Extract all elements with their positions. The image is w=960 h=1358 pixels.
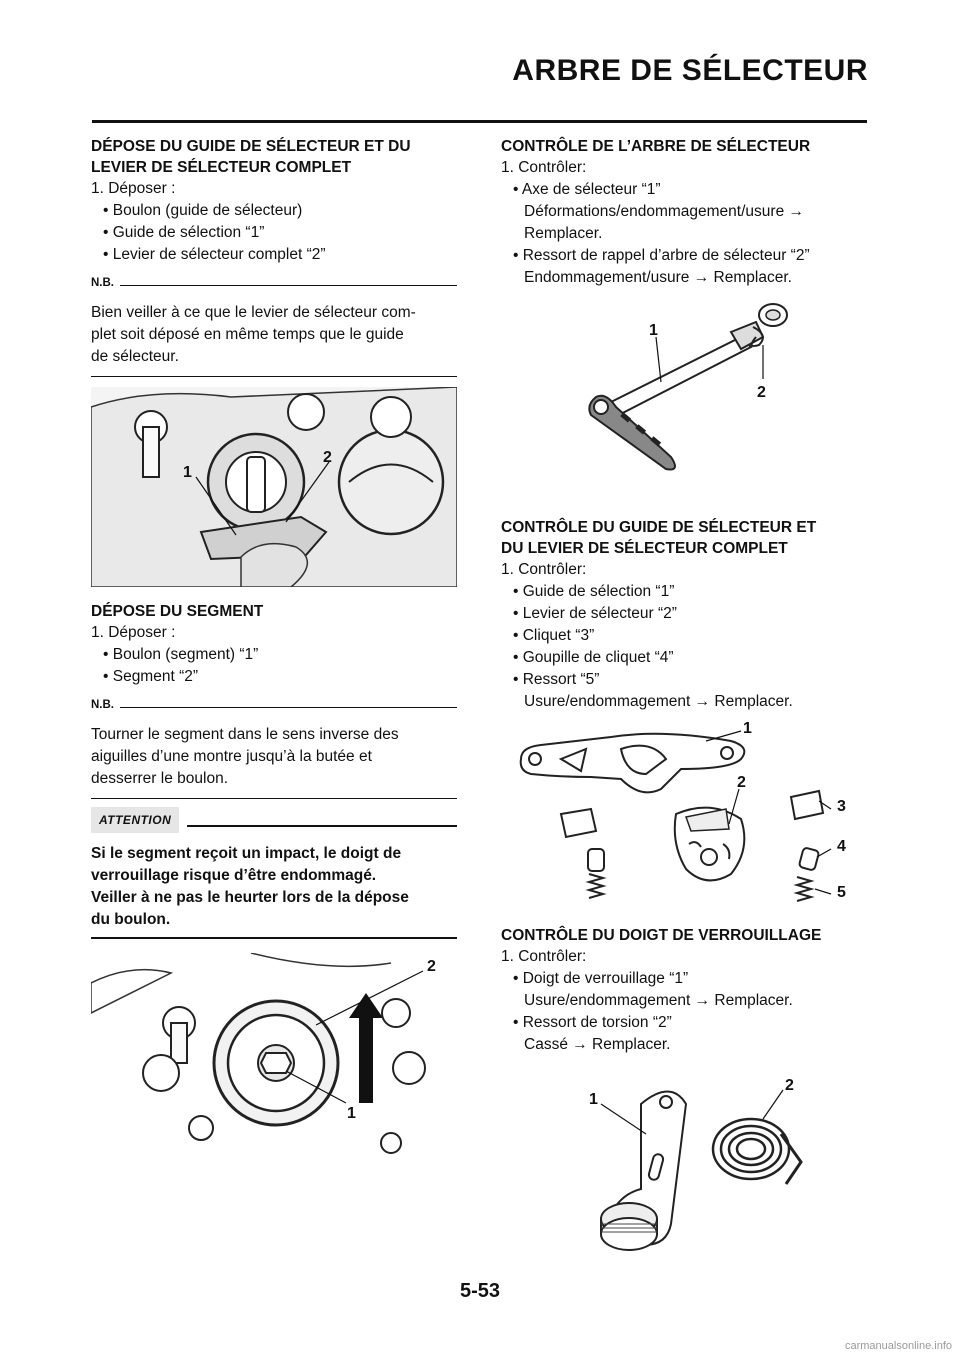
callout-1: 1 bbox=[347, 1105, 356, 1122]
callout-2: 2 bbox=[785, 1077, 794, 1094]
right-column: CONTRÔLE DE L’ARBRE DE SÉLECTEUR 1. Cont… bbox=[501, 136, 867, 1264]
list-item: • Boulon (guide de sélecteur) bbox=[103, 202, 303, 219]
page-title: ARBRE DE SÉLECTEUR bbox=[512, 54, 868, 87]
callout-5: 5 bbox=[837, 884, 846, 901]
left-column: DÉPOSE DU GUIDE DE SÉLECTEUR ET DU LEVIE… bbox=[91, 136, 457, 1158]
step-text: 1. Contrôler: bbox=[501, 159, 587, 176]
note-end-rule bbox=[91, 376, 457, 377]
callout-1: 1 bbox=[743, 720, 752, 737]
note-line: plet soit déposé en même temps que le gu… bbox=[91, 326, 404, 343]
note-header: N.B. bbox=[91, 272, 457, 294]
attention-text: Si le segment reçoit un impact, le doigt… bbox=[91, 843, 457, 931]
list-item: • Levier de sélecteur complet “2” bbox=[103, 246, 326, 263]
callout-1: 1 bbox=[589, 1091, 598, 1108]
list-detail: Endommagement/usure → Remplacer. bbox=[524, 269, 792, 286]
note-line: desserrer le boulon. bbox=[91, 770, 228, 787]
attention-header: ATTENTION bbox=[91, 807, 457, 833]
list-item: • Doigt de verrouillage “1” bbox=[513, 970, 689, 987]
attention-end-rule bbox=[91, 937, 457, 939]
list-detail: Remplacer. bbox=[524, 225, 603, 242]
note-end-rule bbox=[91, 798, 457, 799]
list-item: • Ressort “5” bbox=[513, 671, 600, 688]
callout-1: 1 bbox=[183, 464, 192, 481]
note-label: N.B. bbox=[91, 277, 114, 289]
note-line: Tourner le segment dans le sens inverse … bbox=[91, 726, 399, 743]
section-heading: DÉPOSE DU GUIDE DE SÉLECTEUR ET DU bbox=[91, 138, 411, 155]
note-header: N.B. bbox=[91, 694, 457, 716]
note-text: Bien veiller à ce que le levier de sélec… bbox=[91, 302, 457, 368]
list-item: • Levier de sélecteur “2” bbox=[513, 605, 677, 622]
page-number: 5-53 bbox=[459, 1280, 501, 1302]
attention-line: Veiller à ne pas le heurter lors de la d… bbox=[91, 889, 409, 906]
note-rule bbox=[120, 284, 457, 286]
callout-3: 3 bbox=[837, 798, 846, 815]
callout-2: 2 bbox=[427, 958, 436, 975]
section-heading-cont: LEVIER DE SÉLECTEUR COMPLET bbox=[91, 159, 352, 176]
attention-rule bbox=[187, 825, 457, 827]
list-item: • Goupille de cliquet “4” bbox=[513, 649, 674, 666]
note-label: N.B. bbox=[91, 699, 114, 711]
callout-1: 1 bbox=[649, 322, 658, 339]
step-text: 1. Déposer : bbox=[91, 624, 176, 641]
step-text: 1. Contrôler: bbox=[501, 948, 587, 965]
list-detail: Usure/endommagement → Remplacer. bbox=[524, 693, 793, 710]
attention-line: du boulon. bbox=[91, 911, 171, 928]
note-line: aiguilles d’une montre jusqu’à la butée … bbox=[91, 748, 372, 765]
attention-line: Si le segment reçoit un impact, le doigt… bbox=[91, 845, 402, 862]
list-detail: Cassé → Remplacer. bbox=[524, 1036, 671, 1053]
callout-4: 4 bbox=[837, 838, 846, 855]
section-heading: CONTRÔLE DU GUIDE DE SÉLECTEUR ET bbox=[501, 519, 817, 536]
figure-segment: 2 1 bbox=[91, 953, 436, 1154]
list-item: • Cliquet “3” bbox=[513, 627, 595, 644]
list-item: • Ressort de torsion “2” bbox=[513, 1014, 672, 1031]
note-text: Tourner le segment dans le sens inverse … bbox=[91, 724, 457, 790]
attention-badge: ATTENTION bbox=[91, 807, 180, 833]
note-rule bbox=[120, 706, 457, 708]
attention-line: verrouillage risque d’être endommagé. bbox=[91, 867, 377, 884]
section-heading-cont: DU LEVIER DE SÉLECTEUR COMPLET bbox=[501, 540, 788, 557]
figure-guide-parts: 1 2 3 4 5 bbox=[519, 720, 846, 902]
section-heading: DÉPOSE DU SEGMENT bbox=[91, 603, 264, 620]
figure-guide-lever: 1 2 bbox=[91, 387, 457, 587]
list-detail: Déformations/endommagement/usure → bbox=[524, 203, 804, 220]
section-heading: CONTRÔLE DU DOIGT DE VERROUILLAGE bbox=[501, 927, 822, 944]
note-line: de sélecteur. bbox=[91, 348, 179, 365]
note-line: Bien veiller à ce que le levier de sélec… bbox=[91, 304, 416, 321]
callout-2: 2 bbox=[323, 449, 332, 466]
callout-2: 2 bbox=[757, 384, 766, 401]
step-text: 1. Déposer : bbox=[91, 180, 176, 197]
figure-stopper-lever: 1 2 bbox=[589, 1077, 803, 1251]
section-heading: CONTRÔLE DE L’ARBRE DE SÉLECTEUR bbox=[501, 138, 811, 155]
header-rule bbox=[92, 120, 867, 123]
list-item: • Segment “2” bbox=[103, 668, 199, 685]
list-item: • Guide de sélection “1” bbox=[513, 583, 675, 600]
figure-shift-shaft: 1 2 bbox=[588, 303, 788, 471]
watermark: carmanualsonline.info bbox=[844, 1340, 952, 1352]
list-item: • Guide de sélection “1” bbox=[103, 224, 265, 241]
list-item: • Boulon (segment) “1” bbox=[103, 646, 259, 663]
step-text: 1. Contrôler: bbox=[501, 561, 587, 578]
list-item: • Axe de sélecteur “1” bbox=[513, 181, 661, 198]
callout-2: 2 bbox=[737, 774, 746, 791]
list-item: • Ressort de rappel d’arbre de sélecteur… bbox=[513, 247, 810, 264]
list-detail: Usure/endommagement → Remplacer. bbox=[524, 992, 793, 1009]
